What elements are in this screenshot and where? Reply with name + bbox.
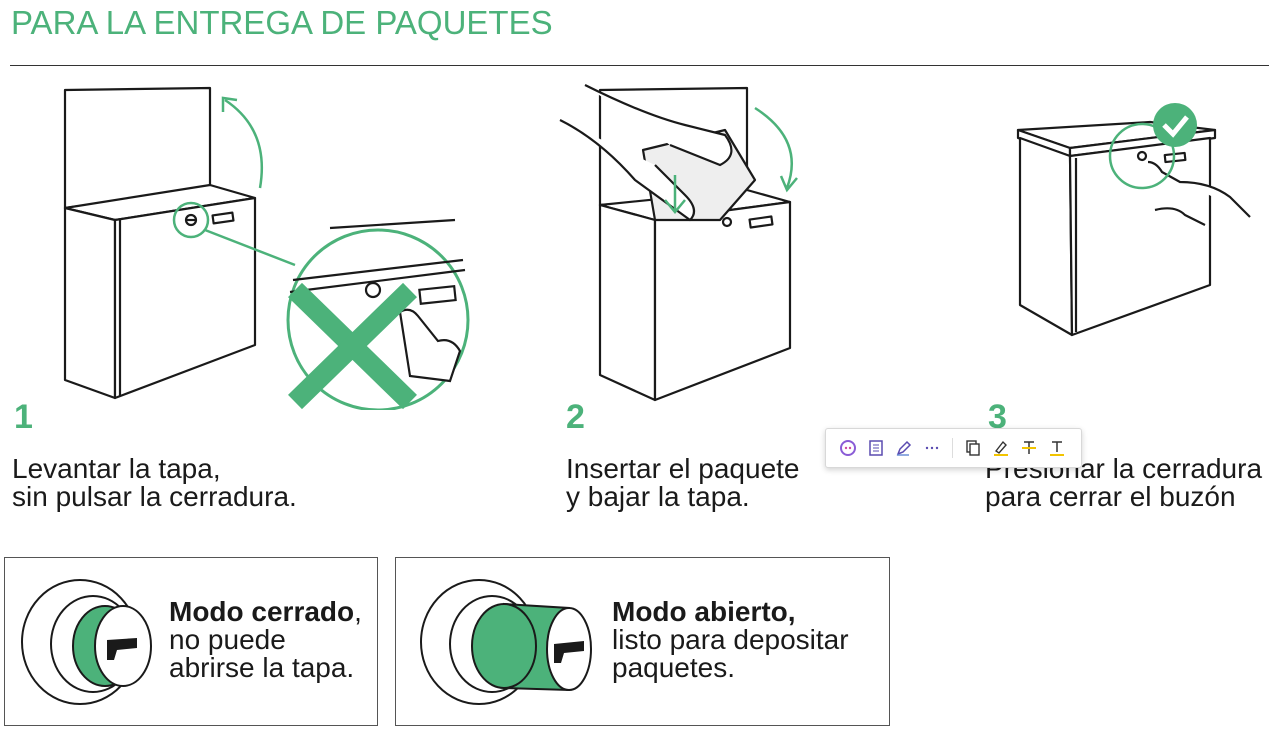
step-number-2: 2	[566, 398, 585, 436]
pen-icon[interactable]	[892, 436, 916, 460]
step-3-line-2: para cerrar el buzón	[985, 481, 1236, 512]
toolbar-separator	[952, 438, 953, 458]
mode-open-title: Modo abierto,	[612, 596, 796, 627]
mode-open-text: Modo abierto, listo para depositar paque…	[612, 598, 849, 682]
underline-icon[interactable]	[1045, 436, 1069, 460]
title-divider	[10, 65, 1269, 66]
step-number-3: 3	[988, 398, 1007, 436]
step-number-1: 1	[14, 398, 33, 436]
mode-open-box: Modo abierto, listo para depositar paque…	[395, 557, 890, 726]
step1-illustration	[63, 86, 470, 410]
step3-illustration	[1016, 103, 1251, 337]
step2-illustration	[559, 84, 798, 402]
page-title: PARA LA ENTREGA DE PAQUETES	[11, 4, 553, 41]
step-text-1: Levantar la tapa, sin pulsar la cerradur…	[12, 455, 297, 511]
step-2-line-2: y bajar la tapa.	[566, 481, 750, 512]
lock-closed-icon	[21, 579, 152, 705]
pdf-selection-toolbar	[825, 428, 1082, 468]
lock-open-icon	[420, 579, 592, 705]
mode-closed-line-2: no puede	[169, 624, 286, 655]
strikethrough-icon[interactable]	[1017, 436, 1041, 460]
step-text-2: Insertar el paquete y bajar la tapa.	[566, 455, 800, 511]
mode-closed-box: Modo cerrado, no puede abrirse la tapa.	[4, 557, 378, 726]
mode-open-line-2: listo para depositar	[612, 624, 849, 655]
mode-closed-suffix: ,	[354, 596, 362, 627]
step-2-line-1: Insertar el paquete	[566, 453, 800, 484]
more-icon[interactable]	[920, 436, 944, 460]
mode-closed-text: Modo cerrado, no puede abrirse la tapa.	[169, 598, 362, 682]
copy-icon[interactable]	[961, 436, 985, 460]
highlight-icon[interactable]	[989, 436, 1013, 460]
mode-closed-line-3: abrirse la tapa.	[169, 652, 355, 683]
step-1-line-2: sin pulsar la cerradura.	[12, 481, 297, 512]
copilot-icon[interactable]	[836, 436, 860, 460]
reader-icon[interactable]	[864, 436, 888, 460]
mode-open-line-3: paquetes.	[612, 652, 735, 683]
mode-closed-title: Modo cerrado	[169, 596, 355, 627]
step-1-line-1: Levantar la tapa,	[12, 453, 221, 484]
